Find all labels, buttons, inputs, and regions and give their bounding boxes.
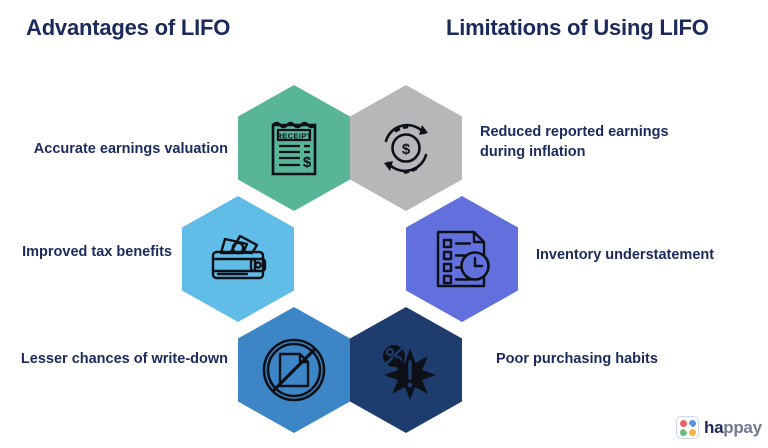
happay-logo-text: happay <box>704 418 762 438</box>
happay-logo: happay <box>676 416 762 439</box>
cash-flow-cycle-icon: $ <box>384 123 428 174</box>
happay-logo-text-bold: ha <box>704 417 724 437</box>
label-inventory-understatement: Inventory understatement <box>536 247 715 263</box>
hexagon-poor-purchasing-habits <box>350 307 462 433</box>
hexagon-improved-tax-benefits <box>182 196 294 322</box>
label-reduced-reported-earnings: Reduced reported earnings during inflati… <box>480 123 710 162</box>
label-accurate-earnings-valuation: Accurate earnings valuation <box>33 141 228 157</box>
label-improved-tax-benefits: Improved tax benefits <box>22 244 172 260</box>
happay-logo-text-soft: ppay <box>723 417 762 437</box>
hexagon-reduced-reported-earnings: $ <box>350 85 462 211</box>
label-reduced-line-1: Reduced reported earnings <box>480 124 669 140</box>
wallet-icon <box>211 234 267 280</box>
hexagon-lesser-chances-of-write-down <box>238 307 350 433</box>
hexagon-accurate-earnings-valuation: RECEIPT $ <box>238 85 350 211</box>
label-poor-purchasing-habits: Poor purchasing habits <box>496 351 658 367</box>
no-document-icon <box>262 338 326 402</box>
hexagon-inventory-understatement <box>406 196 518 322</box>
receipt-icon: RECEIPT $ <box>271 121 317 176</box>
label-lesser-chances-of-write-down: Lesser chances of write-down <box>20 351 228 367</box>
receipt-label: RECEIPT <box>276 131 311 140</box>
label-reduced-line-2: during inflation <box>480 143 586 160</box>
receipt-currency-symbol: $ <box>303 154 312 171</box>
checklist-clock-icon <box>436 230 490 288</box>
limitations-heading: Limitations of Using LIFO <box>446 15 709 40</box>
happay-logo-mark-icon <box>676 416 699 439</box>
advantages-heading: Advantages of LIFO <box>26 15 231 40</box>
alert-discount-icon <box>383 345 436 400</box>
coin-currency-symbol: $ <box>402 141 411 158</box>
